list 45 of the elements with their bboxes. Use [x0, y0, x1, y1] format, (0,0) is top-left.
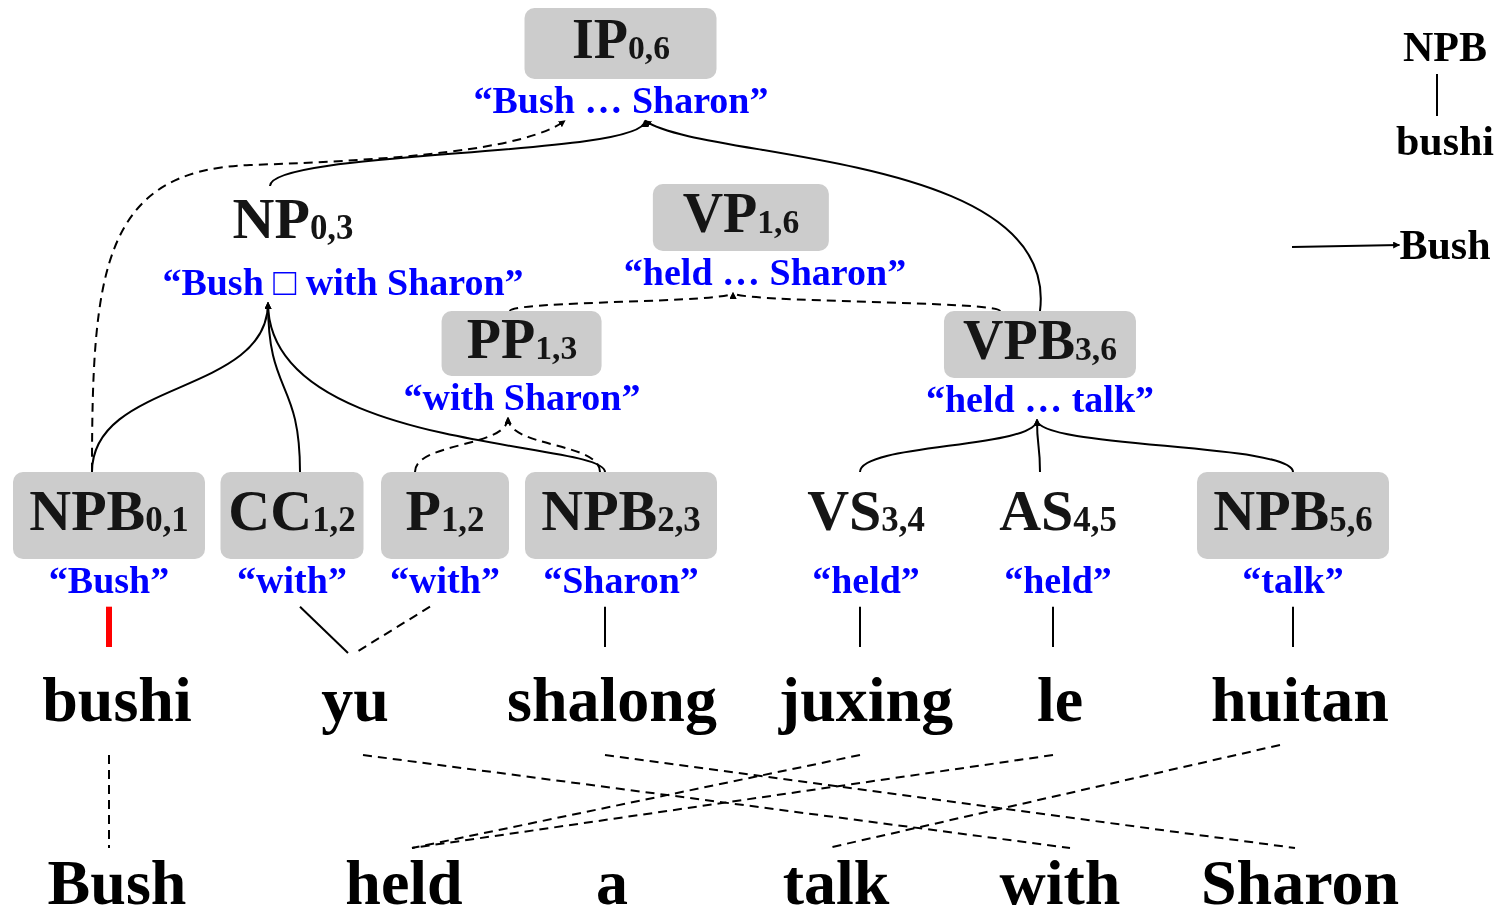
- arrow: [265, 301, 606, 473]
- legend-text: NPB: [1403, 23, 1487, 72]
- source-word: le: [1036, 663, 1084, 737]
- translation-text: “Bush … Sharon”: [473, 78, 769, 121]
- connector-line: [299, 605, 349, 654]
- connector-line: [1292, 605, 1294, 648]
- arrow: [506, 416, 601, 473]
- arrow: [644, 119, 1041, 312]
- connector-line: [411, 754, 861, 849]
- translation-text: “with”: [237, 558, 347, 601]
- target-word: Sharon: [1201, 848, 1399, 918]
- connector-line: [604, 605, 606, 648]
- translation-text: “talk”: [1242, 558, 1344, 601]
- connector-line: [604, 754, 1296, 849]
- arrow: [1036, 418, 1294, 473]
- translation-text: “with”: [390, 558, 500, 601]
- source-word: bushi: [42, 663, 192, 737]
- arrow: [91, 119, 566, 473]
- connector-line: [106, 606, 112, 647]
- connector-line: [108, 754, 110, 849]
- source-word: yu: [321, 663, 389, 737]
- translation-text: “Sharon”: [543, 558, 699, 601]
- translation-text: “held”: [1004, 558, 1112, 601]
- target-word: Bush: [47, 848, 187, 918]
- translation-text: “with Sharon”: [403, 375, 641, 418]
- translation-text: “Bush”: [48, 558, 170, 601]
- connector-line: [1052, 605, 1054, 648]
- arrow: [1291, 241, 1401, 249]
- legend-text: Bush: [1399, 221, 1491, 270]
- target-word: with: [999, 848, 1121, 918]
- source-word: shalong: [507, 663, 717, 737]
- target-word: talk: [782, 848, 890, 918]
- arrow: [732, 291, 1001, 312]
- target-word: held: [345, 848, 463, 918]
- arrow: [269, 119, 646, 187]
- target-word: a: [596, 848, 628, 918]
- translation-text: “held … talk”: [926, 377, 1154, 420]
- translation-text: “held”: [812, 558, 920, 601]
- translation-text: “held … Sharon”: [623, 250, 907, 293]
- connector-line: [859, 605, 861, 648]
- connector-line: [1436, 73, 1438, 117]
- legend-text: bushi: [1395, 117, 1495, 166]
- source-word: huitan: [1211, 663, 1389, 737]
- source-word: juxing: [778, 663, 954, 737]
- translation-text: “Bush □ with Sharon”: [162, 260, 524, 303]
